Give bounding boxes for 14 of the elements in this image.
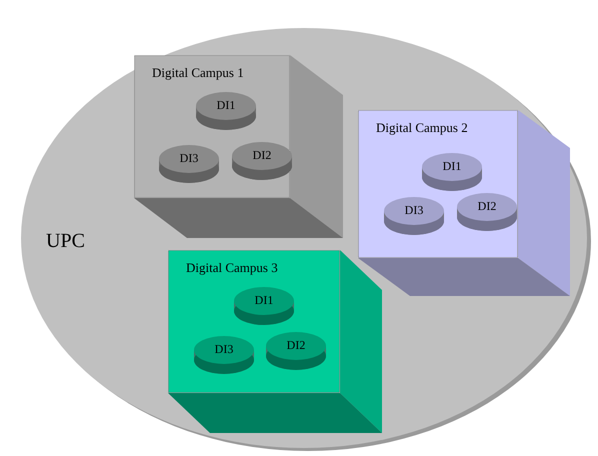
- cylinder-label: DI3: [214, 342, 234, 357]
- campus-ellipse: [18, 26, 592, 452]
- campus-title: Digital Campus 2: [376, 120, 468, 136]
- cylinder-label: DI3: [404, 203, 424, 218]
- cylinder-label: DI3: [178, 151, 200, 166]
- campus-title: Digital Campus 1: [152, 65, 244, 81]
- cylinder-label: DI2: [252, 148, 272, 163]
- cylinder-label: DI1: [216, 98, 236, 113]
- campus-title: Digital Campus 3: [186, 260, 278, 276]
- cylinder-label: DI1: [442, 159, 462, 174]
- cylinder-label: DI2: [286, 338, 306, 353]
- university-label: UPC: [46, 230, 85, 253]
- cylinder-label: DI1: [254, 293, 274, 308]
- cylinder-label: DI2: [476, 199, 498, 214]
